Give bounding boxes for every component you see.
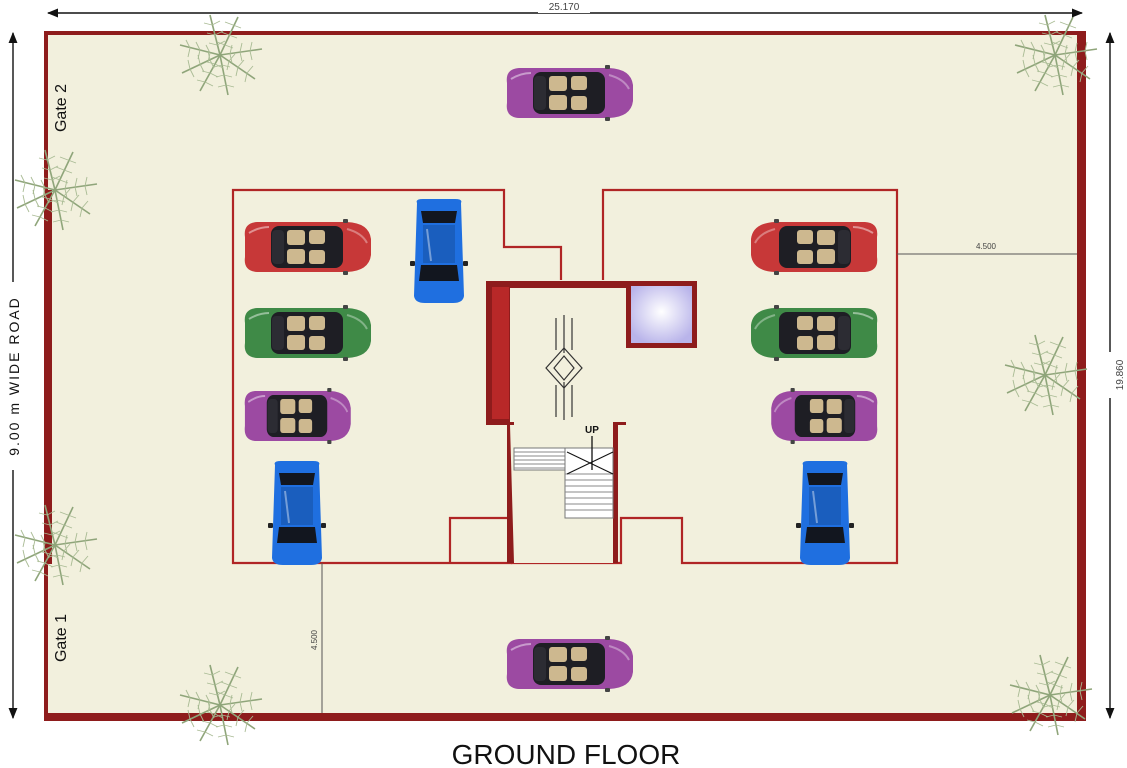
gate-wall-segment xyxy=(45,190,52,564)
car-icon xyxy=(409,198,469,304)
setback-front-label: 4.500 xyxy=(310,629,319,650)
building-right-wing xyxy=(511,188,899,565)
width-dimension-label: 25.170 xyxy=(549,2,580,13)
right-wall xyxy=(1077,33,1085,719)
gate1-label: Gate 1 xyxy=(53,614,70,662)
setback-right-label: 4.500 xyxy=(976,242,997,251)
stair-icon xyxy=(513,436,614,519)
gate2-label: Gate 2 xyxy=(53,84,70,132)
car-icon xyxy=(243,218,372,276)
width-dimension-bg xyxy=(538,2,590,13)
car-icon xyxy=(770,387,879,445)
car-icon xyxy=(243,387,352,445)
car-icon xyxy=(750,218,879,276)
road-label-bg xyxy=(2,282,24,470)
stair-label: UP xyxy=(585,425,599,436)
bottom-wall xyxy=(46,713,1085,720)
road-label: 9.00 m WIDE ROAD xyxy=(6,296,22,456)
car-icon xyxy=(750,304,879,362)
page-title: GROUND FLOOR xyxy=(452,739,681,768)
depth-dimension-label: 19.860 xyxy=(1115,359,1126,390)
core-interior xyxy=(510,288,626,422)
car-icon xyxy=(505,64,634,122)
car-icon xyxy=(795,460,855,566)
car-icon xyxy=(243,304,372,362)
car-icon xyxy=(267,460,327,566)
left-core-wall xyxy=(492,287,509,419)
lift-icon xyxy=(631,286,692,343)
car-icon xyxy=(505,635,634,693)
floor-inlay-icon xyxy=(545,315,583,420)
building-left-wing xyxy=(231,188,563,565)
depth-dimension-bg xyxy=(1104,352,1118,398)
